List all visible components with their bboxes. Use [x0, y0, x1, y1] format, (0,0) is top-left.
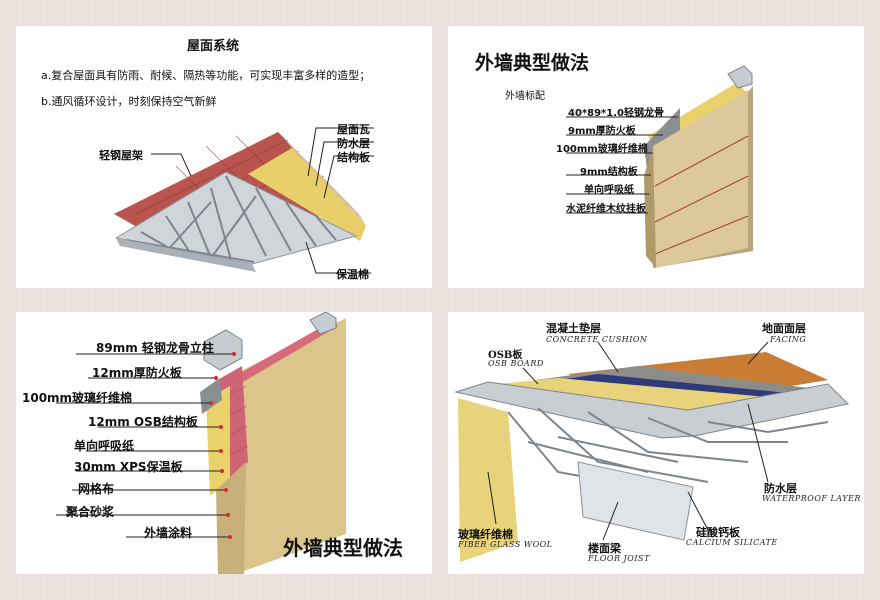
- roof-system-panel: 屋面系统 a.复合屋面具有防雨、耐候、隔热等功能，可实现丰富多样的造型； b.通…: [16, 26, 432, 288]
- wall-fireboard: [200, 378, 222, 414]
- structural-board-layer: [284, 138, 366, 226]
- wall-typical-illustration: [56, 312, 346, 574]
- wall-xps-top: [221, 320, 338, 392]
- label-calcium-silicate-en: CALCIUM SILICATE: [686, 538, 778, 547]
- wall-typical-leader-lines: [56, 353, 234, 538]
- wall-typical-title: 外墙典型做法: [283, 536, 403, 560]
- label-floor-joist-en: FLOOR JOIST: [588, 554, 650, 563]
- wall-typical-layer-5: 单向呼吸纸: [74, 439, 135, 453]
- roof-illustration: [114, 127, 374, 274]
- label-facing-en: FACING: [770, 335, 807, 344]
- roof-feature-b: b.通风循环设计，时刻保持空气新鲜: [41, 95, 217, 108]
- wall-layer-6: 水泥纤维木纹挂板: [566, 204, 646, 215]
- label-fiber-glass-cn: 玻璃纤维棉: [458, 528, 513, 541]
- floor-steel-frame: [454, 381, 850, 439]
- label-calcium-silicate-cn: 硅酸钙板: [696, 526, 740, 539]
- label-osb-board-cn: OSB板: [488, 350, 523, 361]
- label-waterproof-cn: 防水层: [764, 482, 797, 495]
- roof-leader-lines: [151, 127, 374, 274]
- wall-standard-subtitle: 外墙标配: [505, 91, 545, 102]
- floor-joists: [507, 407, 829, 493]
- label-facing-cn: 地面面层: [762, 322, 806, 335]
- wall-typical-layer-8: 聚合砂浆: [66, 505, 115, 519]
- wall-layer-2: 9mm厚防火板: [568, 126, 636, 137]
- wall-standard-title: 外墙典型做法: [475, 52, 590, 74]
- wall-typical-panel: 89mm 轻钢龙骨立柱 12mm厚防火板 100mm玻璃纤维棉 12mm OSB…: [16, 312, 432, 574]
- label-insulation-cotton: 保温棉: [336, 268, 369, 281]
- wall-siding-edge: [644, 146, 656, 268]
- label-structural-board: 结构板: [337, 151, 370, 164]
- wall-typical-layer-2: 12mm厚防火板: [92, 366, 182, 380]
- wall-standard-illustration: [566, 65, 753, 268]
- wall-steel-stud-top-right: [309, 312, 337, 335]
- label-concrete-cushion-en: CONCRETE CUSHION: [546, 335, 648, 344]
- wall-steel-stud-top: [203, 329, 243, 371]
- label-steel-roof-frame: 轻钢屋架: [99, 149, 143, 162]
- label-waterproof-layer: 防水层: [337, 137, 370, 150]
- wall-siding-face: [653, 90, 748, 268]
- wall-render-face: [231, 318, 346, 574]
- label-fiber-glass-en: FIBER GLASS WOOL: [458, 540, 553, 549]
- label-concrete-cushion-cn: 混凝土垫层: [546, 322, 601, 335]
- floor-calcium-silicate-board: [577, 461, 694, 541]
- label-waterproof-en: WATERPROOF LAYER: [762, 494, 861, 503]
- floor-system-panel: OSB板 OSB BOARD 混凝土垫层 CONCRETE CUSHION 地面…: [448, 312, 864, 574]
- wall-insulation: [206, 386, 230, 496]
- truss-bottom-chord: [116, 238, 256, 272]
- truss-members: [125, 175, 337, 263]
- wall-layer-4: 9mm结构板: [580, 167, 638, 178]
- floor-fiber-glass-wool: [458, 398, 518, 562]
- wall-typical-layer-9: 外墙涂料: [144, 526, 193, 540]
- wall-standard-leader-lines: [566, 116, 678, 214]
- wall-typical-layer-1: 89mm 轻钢龙骨立柱: [96, 341, 214, 355]
- roof-title: 屋面系统: [187, 39, 240, 54]
- floor-illustration: [454, 341, 850, 562]
- floor-leader-lines: [487, 341, 769, 541]
- wall-typical-layer-4: 12mm OSB结构板: [88, 415, 198, 429]
- roof-feature-a: a.复合屋面具有防雨、耐候、隔热等功能，可实现丰富多样的造型；: [41, 69, 371, 82]
- label-roof-tile: 屋面瓦: [337, 123, 370, 136]
- label-osb-board-en: OSB BOARD: [488, 359, 544, 368]
- wall-typical-layer-6: 30mm XPS保温板: [74, 460, 183, 474]
- wall-typical-marker-dots: [209, 352, 236, 539]
- wall-siding-grooves: [654, 135, 749, 255]
- wall-typical-layer-7: 网格布: [78, 482, 115, 496]
- wall-standard-panel: 外墙典型做法 外墙标配 40*89*1.0轻钢龙骨 9mm厚防火板 100mm玻…: [448, 26, 864, 288]
- label-floor-joist-cn: 楼面梁: [588, 542, 621, 555]
- insulation-layer: [248, 148, 366, 241]
- wall-steel-stud: [727, 65, 753, 89]
- wall-layer-1: 40*89*1.0轻钢龙骨: [568, 108, 665, 119]
- wall-layer-5: 单向呼吸纸: [584, 185, 634, 196]
- wall-typical-layer-3: 100mm玻璃纤维棉: [22, 391, 133, 405]
- wall-layer-3: 100mm玻璃纤维棉: [556, 144, 648, 155]
